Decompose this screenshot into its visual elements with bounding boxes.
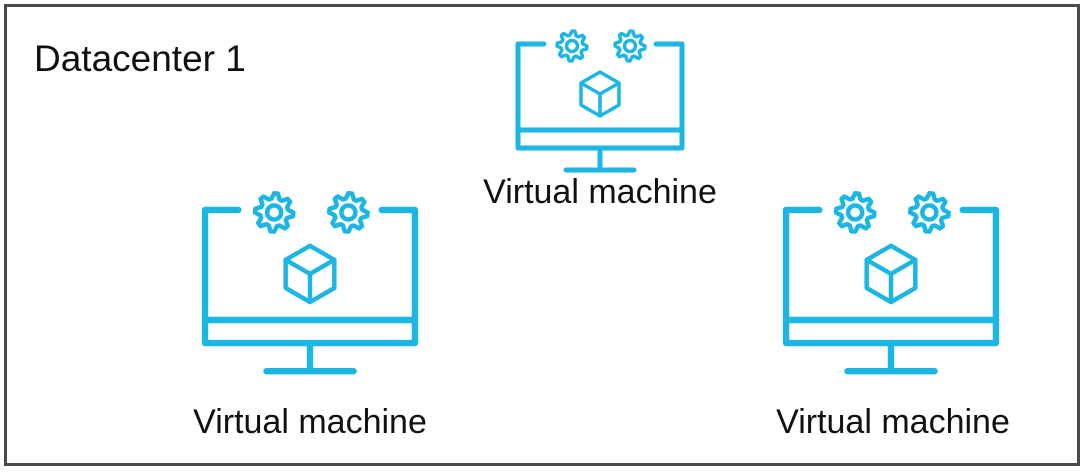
gear-hub — [920, 203, 939, 222]
cube-icon — [864, 243, 918, 305]
gear-hub — [845, 203, 865, 222]
gear-hub — [264, 203, 284, 222]
cube-icon — [579, 70, 621, 118]
gear-icon — [326, 191, 370, 234]
virtual-machine-icon — [515, 29, 685, 173]
vm-right-label: Virtual machine — [776, 403, 1010, 441]
gear-icon — [613, 29, 647, 63]
vm-left-label: Virtual machine — [193, 403, 427, 441]
gear-icon — [555, 29, 589, 63]
cube-icon — [283, 243, 337, 305]
datacenter-title: Datacenter 1 — [34, 38, 246, 79]
vm-top-label: Virtual machine — [483, 173, 717, 211]
virtual-machine-icon — [201, 191, 419, 375]
vm-left — [197, 191, 423, 384]
gear-hub — [622, 38, 638, 54]
gear-icon — [833, 191, 877, 234]
gear-hub — [339, 203, 358, 222]
virtual-machine-icon — [782, 191, 1000, 375]
vm-right — [778, 191, 1004, 384]
vm-top — [512, 29, 688, 180]
gear-hub — [564, 38, 580, 54]
datacenter-frame — [4, 4, 1080, 466]
gear-icon — [252, 191, 296, 234]
gear-icon — [907, 191, 951, 234]
